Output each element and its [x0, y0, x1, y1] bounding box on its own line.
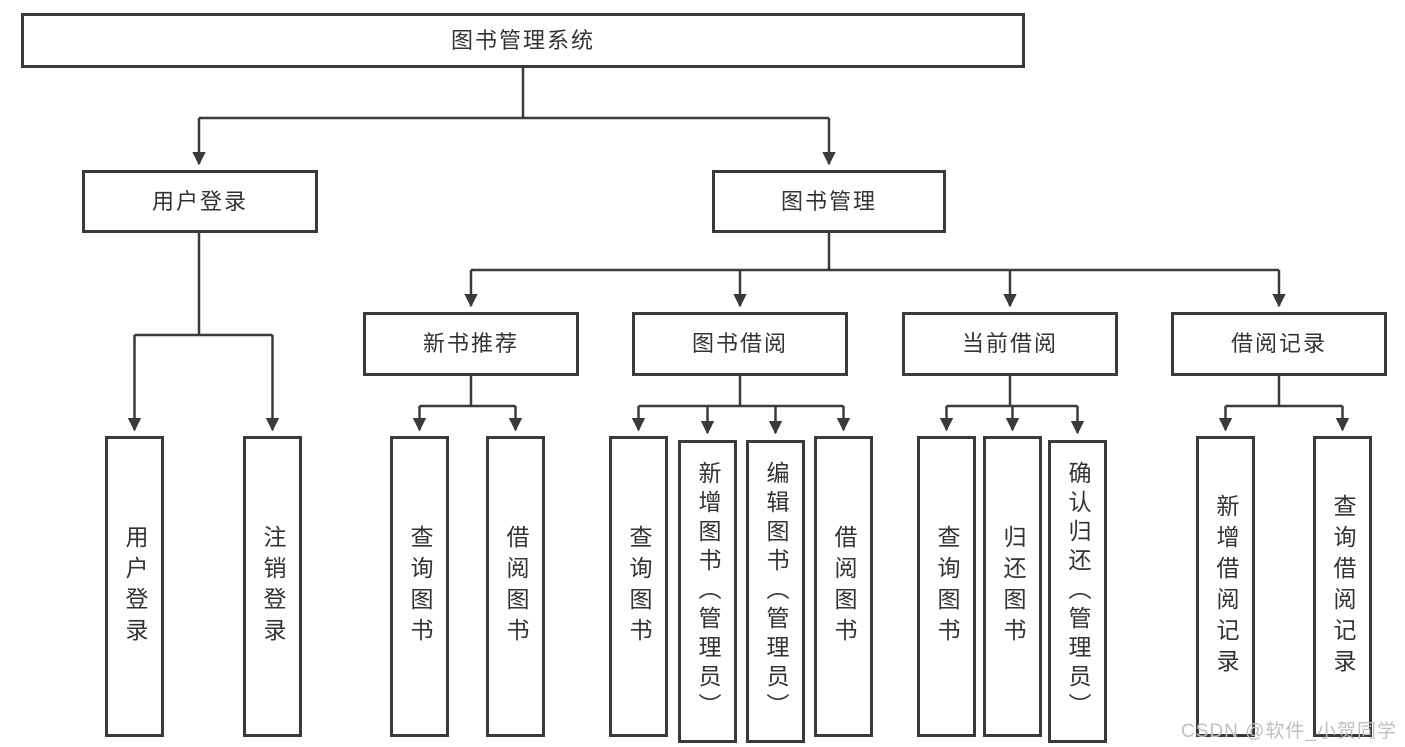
node-new-book-recommend: 新书推荐 [363, 312, 579, 376]
csdn-watermark: CSDN @软件_小贺同学 [1181, 721, 1397, 742]
leaf-return-books: 归还图书 [983, 436, 1042, 737]
leaf-query-borrow-record: 查询借阅记录 [1313, 436, 1372, 737]
node-borrow-records: 借阅记录 [1171, 312, 1387, 376]
node-library-system: 图书管理系统 [21, 13, 1025, 68]
node-user-login: 用户登录 [82, 170, 318, 233]
node-current-borrow: 当前借阅 [902, 312, 1118, 376]
leaf-query-books-borrow: 查询图书 [609, 436, 668, 737]
leaf-user-login: 用户登录 [105, 436, 164, 737]
leaf-query-books-current: 查询图书 [917, 436, 976, 737]
leaf-edit-books-admin: 编辑图书（管理员） [746, 440, 805, 743]
leaf-borrow-books: 借阅图书 [814, 436, 873, 737]
leaf-logout-login: 注销登录 [243, 436, 302, 737]
leaf-query-books-recommend: 查询图书 [390, 436, 449, 737]
leaf-borrow-books-recommend: 借阅图书 [486, 436, 545, 737]
node-book-borrow: 图书借阅 [632, 312, 848, 376]
node-book-management: 图书管理 [712, 170, 946, 233]
leaf-add-books-admin: 新增图书（管理员） [678, 440, 737, 743]
leaf-confirm-return-admin: 确认归还（管理员） [1048, 440, 1107, 743]
leaf-add-borrow-record: 新增借阅记录 [1196, 436, 1255, 737]
